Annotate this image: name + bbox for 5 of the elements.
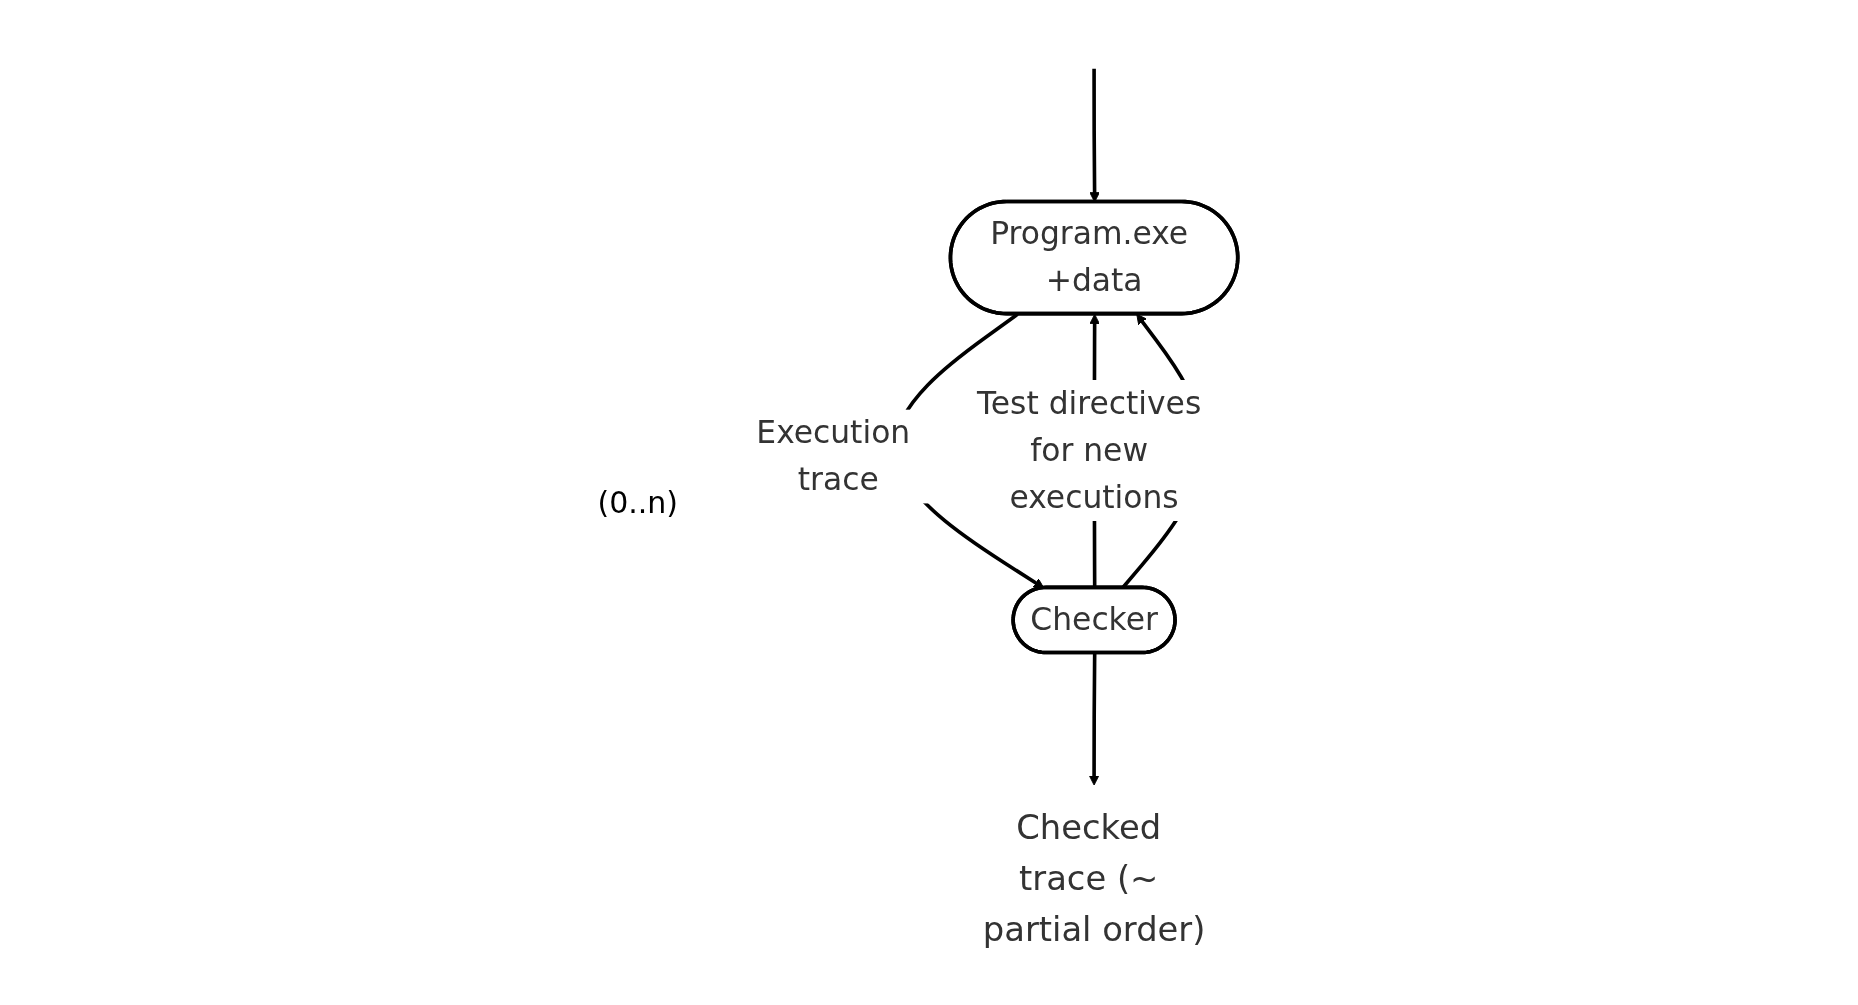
edge-label: Test directives for new executions [977, 384, 1202, 515]
node-text: Checked trace (~ partial order) [982, 807, 1206, 949]
multiplicity-label: (0..n) [597, 485, 679, 520]
arrow [1088, 652, 1100, 786]
edge-label: Execution trace [756, 413, 911, 498]
